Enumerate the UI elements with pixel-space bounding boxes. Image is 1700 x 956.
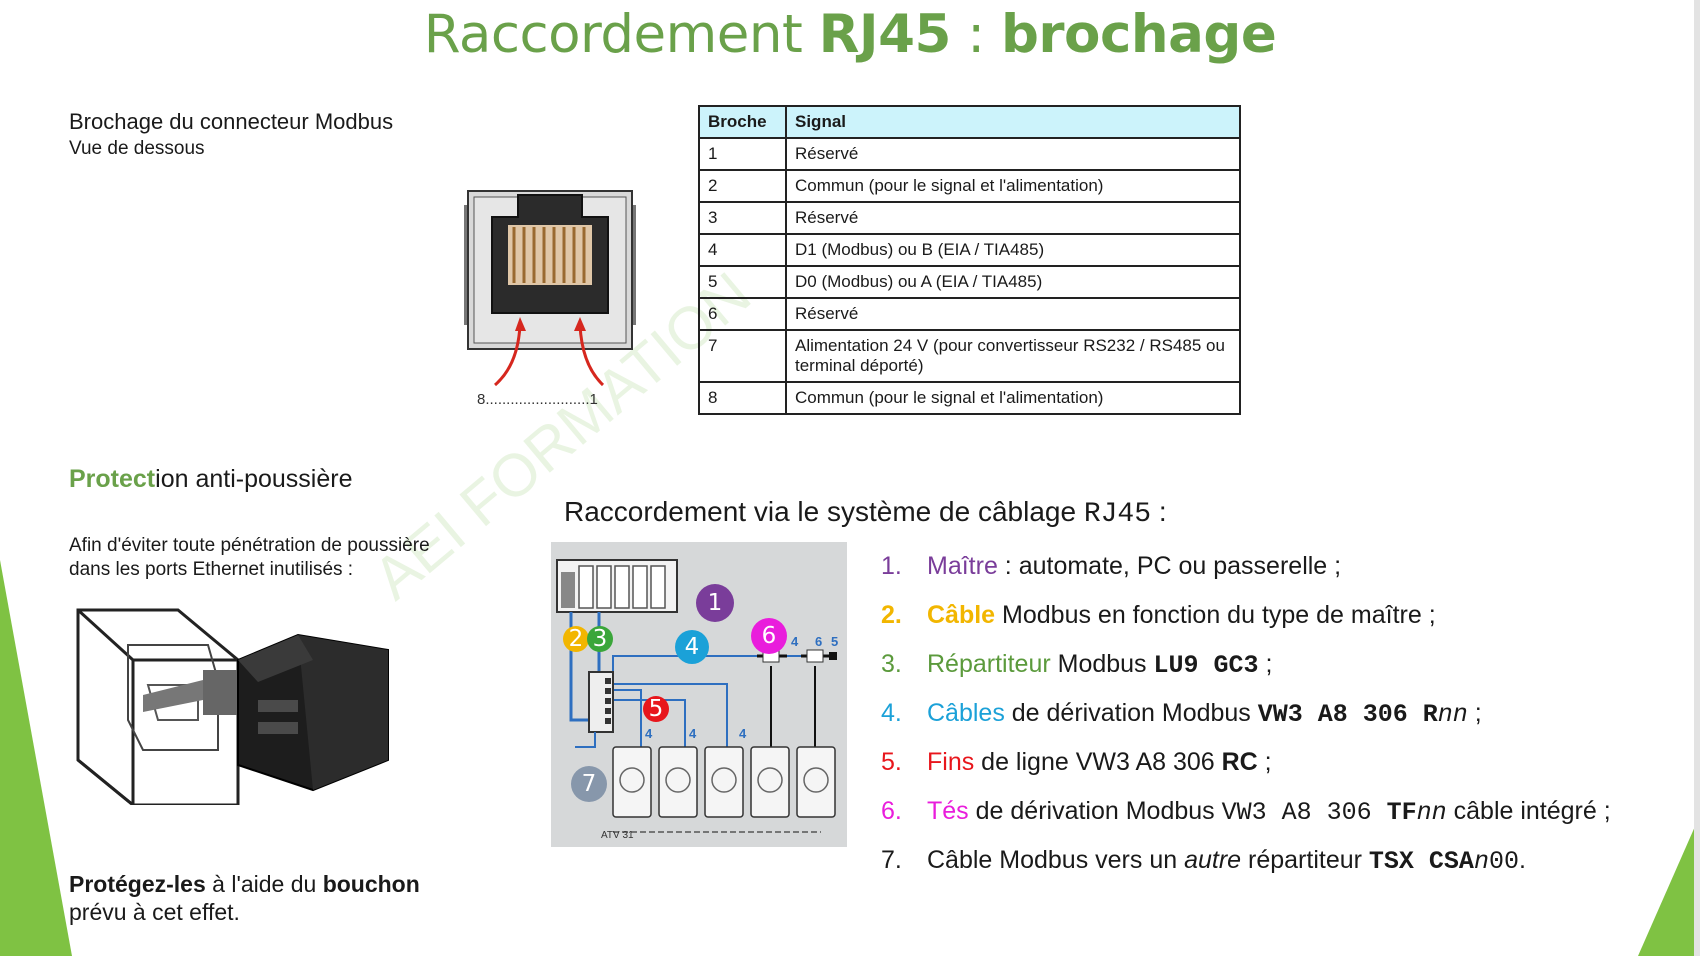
- pin-table-header-row: Broche Signal: [698, 105, 1241, 139]
- protection-description: Afin d'éviter toute pénétration de pouss…: [69, 535, 430, 580]
- badge-splitter: 3: [587, 626, 613, 652]
- list-item: 3.Répartiteur Modbus LU9 GC3 ;: [881, 650, 1273, 680]
- dust-cap-illustration: [76, 608, 389, 805]
- wiring-lines: [556, 559, 837, 833]
- wiring-diagram: ATV 31 1 2 3 4 5 6 7 4 6 5 4 4 4: [551, 542, 847, 847]
- protection-footer: Protégez-les à l'aide du bouchon prévu à…: [69, 871, 420, 925]
- badge-other-splitter: 7: [571, 766, 607, 802]
- wire-label: 4: [645, 726, 653, 741]
- wire-label: 4: [791, 634, 799, 649]
- wire-label: 4: [689, 726, 697, 741]
- left-decor-triangle: [0, 560, 72, 956]
- page-title: Raccordement RJ45 : brochage: [423, 4, 1277, 65]
- wire-label: 4: [739, 726, 747, 741]
- pin-number: 6: [698, 297, 787, 331]
- pin-signal: Réservé: [785, 137, 1241, 171]
- badge-tee: 6: [751, 618, 787, 654]
- badge-derivation-cable: 4: [675, 630, 709, 664]
- wiring-component-list: 1.Maître : automate, PC ou passerelle ; …: [881, 551, 1611, 894]
- pin-signal: D1 (Modbus) ou B (EIA / TIA485): [785, 233, 1241, 267]
- list-item: 5.Fins de ligne VW3 A8 306 RC ;: [881, 748, 1272, 776]
- pin-number: 2: [698, 169, 787, 203]
- badge-line-terminator: 5: [643, 696, 669, 722]
- pin-number: 4: [698, 233, 787, 267]
- connector-subheading: Vue de dessous: [69, 138, 205, 159]
- right-edge-shadow: [1694, 0, 1700, 956]
- pin-signal: Réservé: [785, 297, 1241, 331]
- list-item: 7.Câble Modbus vers un autre répartiteur…: [881, 846, 1526, 876]
- connector-heading: Brochage du connecteur Modbus: [69, 109, 394, 134]
- pin-range-label: 8.........................1: [477, 391, 598, 408]
- pin-number: 1: [698, 137, 787, 171]
- wire-label: 6: [815, 634, 823, 649]
- pin-signal: Commun (pour le signal et l'alimentation…: [785, 381, 1241, 415]
- badge-cable: 2: [563, 626, 589, 652]
- list-item: 4.Câbles de dérivation Modbus VW3 A8 306…: [881, 699, 1482, 729]
- pin-signal: Réservé: [785, 201, 1241, 235]
- wiring-heading: Raccordement via le système de câblage R…: [564, 496, 1167, 530]
- protection-heading: Protection anti-poussière: [69, 465, 353, 493]
- badge-master: 1: [696, 584, 734, 622]
- right-decor-triangle: [1638, 815, 1700, 956]
- device-label: ATV 31: [601, 830, 634, 841]
- list-item: 2.Câble Modbus en fonction du type de ma…: [881, 601, 1436, 629]
- pin-number: 8: [698, 381, 787, 415]
- pin-number: 3: [698, 201, 787, 235]
- column-header-broche: Broche: [698, 105, 787, 139]
- pin-number: 5: [698, 265, 787, 299]
- pin-signal: Alimentation 24 V (pour convertisseur RS…: [785, 329, 1241, 383]
- column-header-signal: Signal: [785, 105, 1241, 139]
- rj45-connector-diagram: [464, 190, 636, 387]
- pin-signal: Commun (pour le signal et l'alimentation…: [785, 169, 1241, 203]
- list-item: 6.Tés de dérivation Modbus VW3 A8 306 TF…: [881, 797, 1611, 827]
- pin-signal: D0 (Modbus) ou A (EIA / TIA485): [785, 265, 1241, 299]
- pin-number: 7: [698, 329, 787, 383]
- list-item: 1.Maître : automate, PC ou passerelle ;: [881, 552, 1342, 580]
- wire-label: 5: [831, 634, 839, 649]
